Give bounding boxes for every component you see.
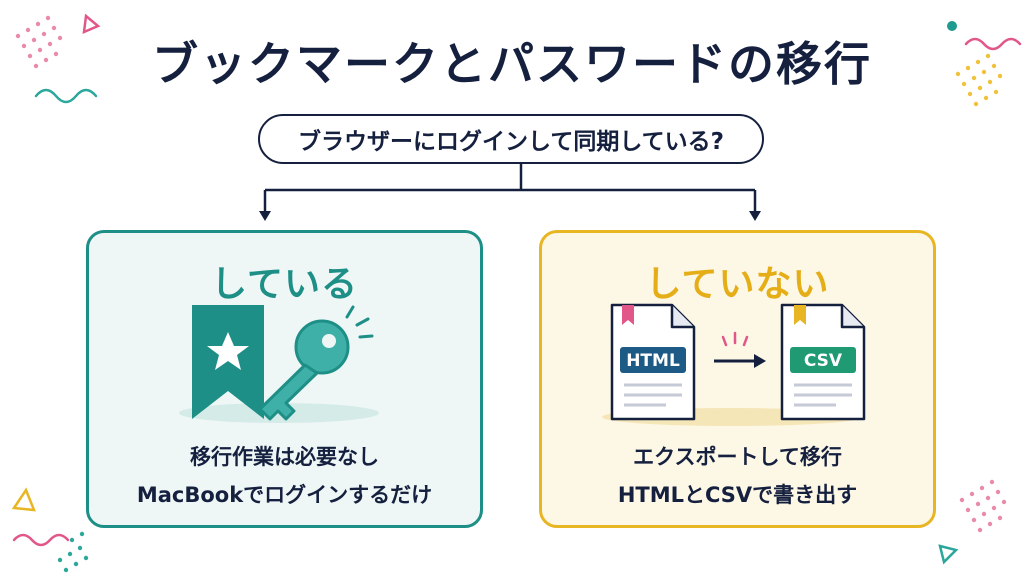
not-synced-illustration: HTML CSV bbox=[602, 303, 866, 426]
synced-line-1: 移行作業は必要なし bbox=[190, 445, 379, 469]
csv-label: CSV bbox=[804, 351, 843, 371]
page-title: ブックマークとパスワードの移行 bbox=[152, 37, 872, 91]
arrow-down-icon bbox=[749, 211, 761, 221]
synced-heading: している bbox=[211, 264, 358, 305]
html-label: HTML bbox=[626, 351, 680, 371]
key-icon bbox=[258, 305, 374, 421]
question-text: ブラウザーにログインして同期している? bbox=[298, 129, 724, 155]
question-box: ブラウザーにログインして同期している? bbox=[258, 114, 764, 164]
csv-document-icon: CSV bbox=[780, 303, 866, 421]
synced-panel: している 移行作業は必要なし MacBookでログインするだけ bbox=[86, 230, 483, 528]
synced-line-2: MacBookでログインするだけ bbox=[136, 483, 433, 507]
arrow-right-icon bbox=[714, 331, 766, 368]
synced-illustration bbox=[179, 305, 379, 423]
not-synced-panel: していない HTML bbox=[539, 230, 936, 528]
not-synced-heading: していない bbox=[645, 264, 830, 305]
bookmark-star-icon bbox=[192, 305, 264, 419]
arrow-down-icon bbox=[259, 211, 271, 221]
html-document-icon: HTML bbox=[610, 303, 696, 421]
not-synced-line-1: エクスポートして移行 bbox=[633, 445, 842, 469]
not-synced-line-2: HTMLとCSVで書き出す bbox=[617, 483, 858, 507]
